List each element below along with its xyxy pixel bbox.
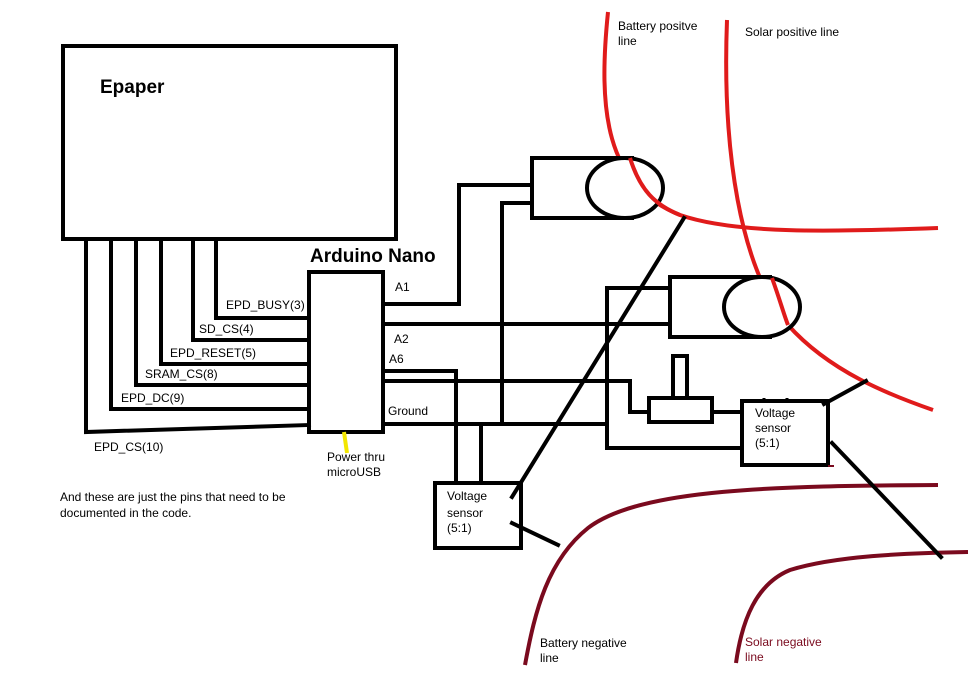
solar-positive-line (724, 19, 934, 412)
wire-epd-dc (109, 237, 311, 411)
switch-lever (671, 354, 689, 400)
battery-positive-over-coil (628, 157, 681, 217)
current-sensor-top-coil (585, 156, 665, 220)
voltage-sensor-right-line3: (5:1) (755, 436, 780, 450)
note-line2: documented in the code. (60, 506, 191, 520)
voltage-sensor-left-line1: Voltage (447, 489, 487, 503)
epaper-box (61, 44, 398, 241)
wire-epd-busy (214, 237, 311, 320)
current-sensor-mid-coil (722, 275, 802, 339)
wire-epd-cs (84, 237, 312, 435)
solar-positive-over-coil (770, 277, 790, 326)
power-label-line2: microUSB (327, 465, 381, 479)
label-sd-cs: SD_CS(4) (199, 322, 254, 336)
label-a2: A2 (394, 332, 409, 346)
wire-to-switch (381, 379, 651, 414)
label-a1: A1 (395, 280, 410, 294)
label-epd-reset: EPD_RESET(5) (170, 346, 256, 360)
wire-sensor-to-battery-neg (509, 520, 561, 548)
solar-negative-line (734, 550, 969, 664)
epaper-pin-wires (84, 237, 312, 435)
arduino-nano-box (307, 270, 385, 434)
wire-a6 (381, 369, 458, 485)
wire-a1 (381, 183, 534, 306)
wire-shunt-top-return (500, 201, 534, 426)
wire-battery-pos-to-sensor (509, 215, 687, 500)
voltage-sensor-right-line1: Voltage (755, 406, 795, 420)
wire-epd-reset (159, 237, 311, 366)
label-epd-cs: EPD_CS(10) (94, 440, 163, 454)
arduino-nano-title: Arduino Nano (310, 246, 436, 267)
sensor-wires (381, 183, 944, 560)
battery-positive-label-line1: Battery positve (618, 19, 698, 33)
voltage-sensor-left-line2: sensor (447, 506, 483, 520)
switch-body (647, 396, 714, 424)
wire-sd-cs (191, 237, 311, 342)
voltage-sensor-right (740, 399, 830, 467)
voltage-sensor-right-line2: sensor (755, 421, 791, 435)
voltage-sensor-left-line3: (5:1) (447, 521, 472, 535)
power-connector (342, 431, 349, 454)
wire-sram-cs (134, 237, 311, 387)
battery-positive-line (602, 11, 939, 233)
voltage-sensor-left (433, 481, 523, 550)
label-epd-busy: EPD_BUSY(3) (226, 298, 305, 312)
battery-positive-label-line2: line (618, 34, 637, 48)
note-line1: And these are just the pins that need to… (60, 490, 286, 504)
label-sram-cs: SRAM_CS(8) (145, 367, 218, 381)
battery-negative-line (523, 483, 939, 666)
solar-negative-label-line2: line (745, 650, 764, 664)
label-a6: A6 (389, 352, 404, 366)
power-label-line1: Power thru (327, 450, 385, 464)
solar-positive-label: Solar positive line (745, 25, 839, 39)
solar-negative-label-line1: Solar negative (745, 635, 822, 649)
label-ground: Ground (388, 404, 428, 418)
battery-negative-label-line2: line (540, 651, 559, 665)
wire-sensor-to-solar-neg (829, 440, 944, 560)
wire-sensor-to-solar-pos (821, 378, 869, 407)
label-epd-dc: EPD_DC(9) (121, 391, 184, 405)
epaper-title: Epaper (100, 77, 165, 98)
battery-negative-label-line1: Battery negative (540, 636, 627, 650)
